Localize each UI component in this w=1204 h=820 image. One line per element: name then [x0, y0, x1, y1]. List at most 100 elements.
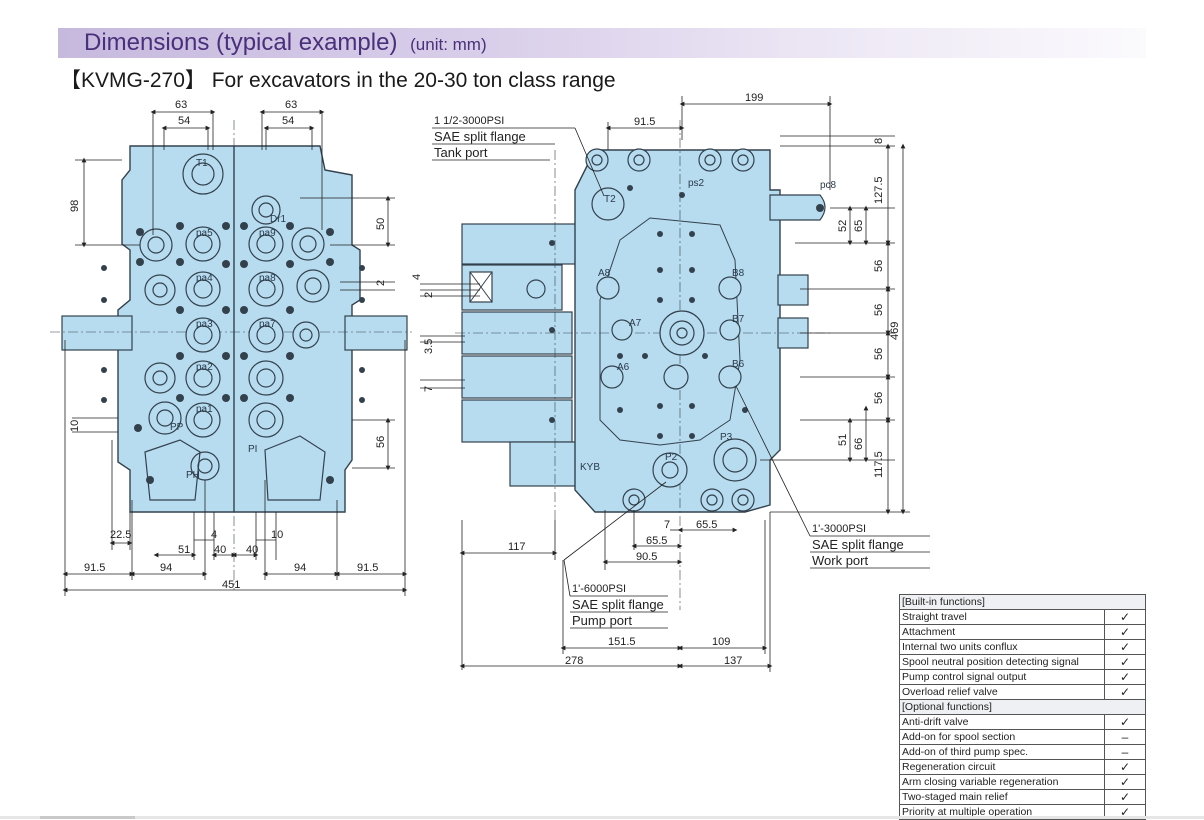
dim-94-b: 94 — [294, 562, 306, 574]
dim-51-right: 51 — [837, 434, 849, 446]
dim-137: 137 — [724, 655, 742, 667]
port-p3: P3 — [720, 432, 733, 443]
function-name: Anti-drift valve — [899, 714, 1105, 730]
table-row: Straight travel✓ — [899, 609, 1146, 625]
page-title: Dimensions (typical example) (unit: mm) — [84, 29, 487, 57]
port-pa5: pa5 — [196, 228, 213, 239]
dim-10: 10 — [69, 420, 81, 432]
port-ps2: ps2 — [688, 178, 705, 189]
callout-lines — [432, 127, 930, 629]
port-ph: PH — [186, 470, 200, 481]
dim-91-5: 91.5 — [634, 116, 655, 128]
tank-port-label: Tank port — [434, 145, 488, 160]
dim-63-a: 63 — [175, 99, 187, 111]
dim-4: 4 — [211, 529, 217, 541]
port-a7: A7 — [629, 318, 642, 329]
port-pa1: pa1 — [196, 404, 213, 415]
port-pa7: pa7 — [259, 319, 276, 330]
dim-40-a: 40 — [214, 544, 226, 556]
builtin-header: [Built-in functions] — [899, 594, 1146, 610]
check-icon: ✓ — [1104, 759, 1146, 775]
dim-56-a: 56 — [873, 260, 885, 272]
dim-278: 278 — [565, 655, 583, 667]
right-dimension-lines — [420, 96, 910, 672]
function-name: Spool neutral position detecting signal — [899, 654, 1105, 670]
check-icon: ✓ — [1104, 669, 1146, 685]
bottom-scrollbar-thumb[interactable] — [40, 816, 135, 819]
dim-65-5-b: 65.5 — [646, 535, 667, 547]
port-pa3: pa3 — [196, 319, 213, 330]
function-name: Attachment — [899, 624, 1105, 640]
dim-94-a: 94 — [160, 562, 172, 574]
unit-label: (unit: mm) — [410, 35, 487, 54]
dim-40-b: 40 — [246, 544, 258, 556]
work-port-spec: 1'-3000PSI — [812, 523, 866, 535]
right-dimension-text: 199 91.5 8 127.5 65 52 56 56 56 56 469 5… — [411, 92, 901, 667]
dim-469: 469 — [889, 322, 901, 340]
port-t1: T1 — [196, 158, 208, 169]
dim-3-5: 3.5 — [423, 339, 435, 354]
function-name: Internal two units conflux — [899, 639, 1105, 655]
left-valve-view: T1 Dr1 pa5 pa9 pa4 pa8 pa3 pa7 pa2 pa1 P… — [50, 120, 412, 590]
dim-4-right: 4 — [411, 274, 423, 280]
dim-7-bottom: 7 — [664, 519, 670, 531]
pump-port-flange: SAE split flange — [572, 597, 664, 612]
bottom-scrollbar-track[interactable] — [0, 816, 1204, 819]
table-row: Overload relief valve✓ — [899, 684, 1146, 700]
dim-50: 50 — [375, 218, 387, 230]
table-row: Internal two units conflux✓ — [899, 639, 1146, 655]
dim-66: 66 — [853, 438, 865, 450]
port-pa2: pa2 — [196, 362, 213, 373]
dim-117-5: 117.5 — [873, 451, 885, 478]
dim-90-5: 90.5 — [636, 551, 657, 563]
table-row: Pump control signal output✓ — [899, 669, 1146, 685]
dim-91-5-a: 91.5 — [84, 562, 105, 574]
dim-51: 51 — [178, 544, 190, 556]
port-pp: PP — [170, 422, 184, 433]
model-subtitle: 【KVMG-270】 For excavators in the 20-30 t… — [60, 69, 616, 92]
pump-port-spec: 1'-6000PSI — [572, 583, 626, 595]
check-icon: ✓ — [1104, 624, 1146, 640]
table-row: Add-on for spool section– — [899, 729, 1146, 745]
function-name: Add-on of third pump spec. — [899, 744, 1105, 760]
table-row: Anti-drift valve✓ — [899, 714, 1146, 730]
function-name: Overload relief valve — [899, 684, 1105, 700]
table-row: Regeneration circuit✓ — [899, 759, 1146, 775]
function-name: Two-staged main relief — [899, 789, 1105, 805]
check-icon: ✓ — [1104, 789, 1146, 805]
dim-151-5: 151.5 — [608, 636, 636, 648]
dim-56: 56 — [375, 436, 387, 448]
check-icon: ✓ — [1104, 609, 1146, 625]
port-dr1: Dr1 — [270, 214, 287, 225]
port-t2: T2 — [604, 194, 616, 205]
function-name: Straight travel — [899, 609, 1105, 625]
pump-port-callout: 1'-6000PSI SAE split flange Pump port — [572, 583, 664, 628]
table-row: Two-staged main relief✓ — [899, 789, 1146, 805]
function-name: Pump control signal output — [899, 669, 1105, 685]
table-row: Attachment✓ — [899, 624, 1146, 640]
dim-65: 65 — [853, 220, 865, 232]
port-pa9: pa9 — [259, 228, 276, 239]
left-dimension-text: 63 54 63 54 98 50 2 56 10 22.5 4 10 51 4… — [69, 99, 387, 591]
tank-port-callout: 1 1/2-3000PSI SAE split flange Tank port — [434, 115, 526, 160]
port-b7: B7 — [732, 314, 745, 325]
function-name: Regeneration circuit — [899, 759, 1105, 775]
function-name: Arm closing variable regeneration — [899, 774, 1105, 790]
dim-98: 98 — [69, 200, 81, 212]
dim-10-bottom: 10 — [271, 529, 283, 541]
port-a6: A6 — [617, 362, 630, 373]
port-pc8: pc8 — [820, 180, 837, 191]
dim-117: 117 — [508, 541, 526, 553]
dim-54-b: 54 — [282, 115, 294, 127]
dim-91-5-b: 91.5 — [357, 562, 378, 574]
dim-56-b: 56 — [873, 304, 885, 316]
dash-icon: – — [1104, 744, 1146, 760]
check-icon: ✓ — [1104, 654, 1146, 670]
check-icon: ✓ — [1104, 684, 1146, 700]
functions-table: [Built-in functions] Straight travel✓ At… — [899, 594, 1146, 820]
port-b8: B8 — [732, 268, 745, 279]
dim-2-right: 2 — [423, 292, 435, 298]
logo-text: KYB — [580, 462, 600, 473]
optional-header-row: [Optional functions] — [899, 699, 1146, 715]
dim-8: 8 — [873, 138, 885, 144]
